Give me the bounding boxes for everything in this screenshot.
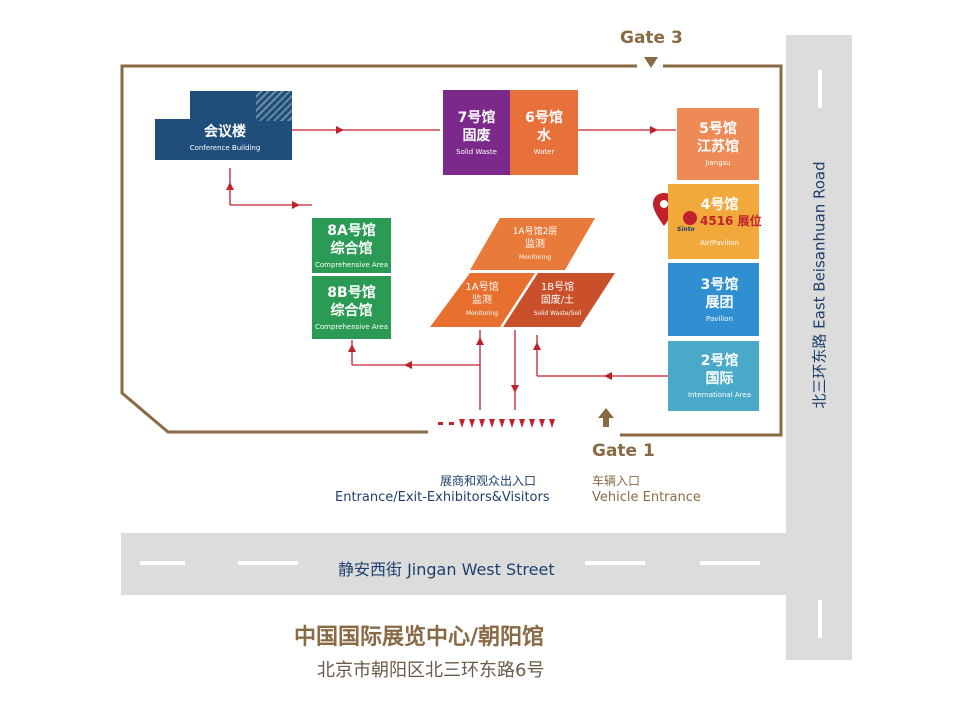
- hall-1a-name: 1A号馆: [465, 282, 499, 293]
- hall-2-en: International Area: [687, 391, 751, 399]
- hall-8a-name: 8A号馆: [327, 222, 376, 239]
- south-street-label: 静安西街 Jingan West Street: [338, 560, 555, 579]
- hall-3-en: Pavilion: [706, 314, 733, 323]
- entrance-arrows: [438, 419, 555, 428]
- hall-4-en: Air/Pavilion: [700, 238, 739, 247]
- hall-6-en: Water: [533, 147, 555, 156]
- road-dash: [140, 561, 185, 565]
- footer-title: 中国国际展览中心/朝阳馆: [294, 625, 545, 650]
- site-boundary: [120, 64, 783, 437]
- hall-3-cn: 展团: [705, 294, 734, 311]
- east-street-label: 北三环东路 East Beisanhuan Road: [810, 161, 829, 409]
- gate1-marker: [598, 408, 614, 418]
- hall-8b-en: Comprehensive Area: [314, 322, 389, 331]
- hall-1b[interactable]: 1B号馆 固废/土 Solid Waste/Soil: [515, 277, 600, 323]
- hall-6-name: 6号馆: [525, 109, 563, 126]
- hall-1a2-name: 1A号馆2层: [512, 226, 558, 237]
- hall-8b[interactable]: 8B号馆 综合馆 Comprehensive Area: [312, 276, 391, 339]
- hall-8b-cn: 综合馆: [330, 302, 373, 319]
- hall-6[interactable]: 6号馆 水 Water: [510, 90, 578, 175]
- hall-conference-name: 会议楼: [204, 124, 246, 140]
- hall-1b-name: 1B号馆: [540, 282, 575, 293]
- gate1-label: Gate 1: [592, 441, 655, 461]
- hall-1a-en: Monitoring: [465, 310, 499, 317]
- hall-1a2-shape: [470, 218, 595, 270]
- booth-logo-icon: [683, 211, 697, 225]
- hall-1a-shape: [430, 273, 535, 327]
- visitor-entrance-en: Entrance/Exit-Exhibitors&Visitors: [335, 490, 550, 505]
- hall-5-cn: 江苏馆: [697, 139, 739, 155]
- hall-7[interactable]: 7号馆 固废 Solid Waste: [443, 90, 510, 175]
- hall-8b-name: 8B号馆: [327, 284, 376, 301]
- hall-conference-en: Conference Building: [189, 144, 261, 152]
- hall-1b-en: Solid Waste/Soil: [533, 310, 582, 317]
- hall-7-cn: 固废: [462, 127, 491, 144]
- hall-7-name: 7号馆: [457, 109, 496, 126]
- road-dash: [585, 561, 645, 565]
- hall-8a-en: Comprehensive Area: [314, 260, 389, 269]
- footer-address: 北京市朝阳区北三环东路6号: [317, 660, 545, 681]
- road-dash: [818, 70, 822, 108]
- hall-3[interactable]: 3号馆 展团 Pavilion: [668, 263, 759, 336]
- flow-lines: [226, 126, 676, 410]
- hall-3-name: 3号馆: [700, 276, 739, 293]
- hall-conference-label: 会议楼 Conference Building: [160, 118, 290, 158]
- hall-5-en: Jiangsu: [705, 159, 731, 167]
- hall-1a2[interactable]: 1A号馆2层 监测 Monitoring: [490, 222, 580, 266]
- hall-1a2-en: Monitoring: [518, 253, 552, 261]
- gate3-label: Gate 3: [620, 28, 683, 48]
- hall-4-name: 4号馆: [700, 196, 739, 213]
- hall-1a2-cn: 监测: [525, 238, 545, 250]
- hall-5[interactable]: 5号馆 江苏馆 Jiangsu: [677, 108, 759, 180]
- hall-1b-cn: 固废/土: [540, 295, 575, 306]
- vehicle-entrance-en: Vehicle Entrance: [592, 490, 701, 505]
- hall-2[interactable]: 2号馆 国际 International Area: [668, 341, 759, 411]
- gate3-marker: [644, 57, 658, 68]
- hall-2-cn: 国际: [705, 371, 734, 387]
- hall-8a-cn: 综合馆: [330, 240, 373, 257]
- hall-5-name: 5号馆: [699, 121, 737, 137]
- visitor-entrance-cn: 展商和观众出入口: [440, 474, 537, 488]
- hall-8a[interactable]: 8A号馆 综合馆 Comprehensive Area: [312, 218, 391, 273]
- hall-6-cn: 水: [537, 127, 551, 144]
- hall-conference[interactable]: [155, 119, 292, 160]
- hall-1b-shape: [503, 273, 615, 327]
- hall-1a[interactable]: 1A号馆 监测 Monitoring: [442, 277, 522, 323]
- hall-2-name: 2号馆: [700, 353, 739, 369]
- hall-7-en: Solid Waste: [456, 147, 497, 156]
- hall-conference-top: [190, 91, 292, 121]
- road-dash: [700, 561, 760, 565]
- road-dash: [238, 561, 298, 565]
- road-dash: [818, 600, 822, 638]
- booth-logo-text: Sinto: [677, 226, 695, 233]
- hall-1a-cn: 监测: [472, 295, 492, 306]
- vehicle-entrance-cn: 车辆入口: [592, 474, 641, 488]
- booth-label[interactable]: 4516 展位: [700, 214, 762, 228]
